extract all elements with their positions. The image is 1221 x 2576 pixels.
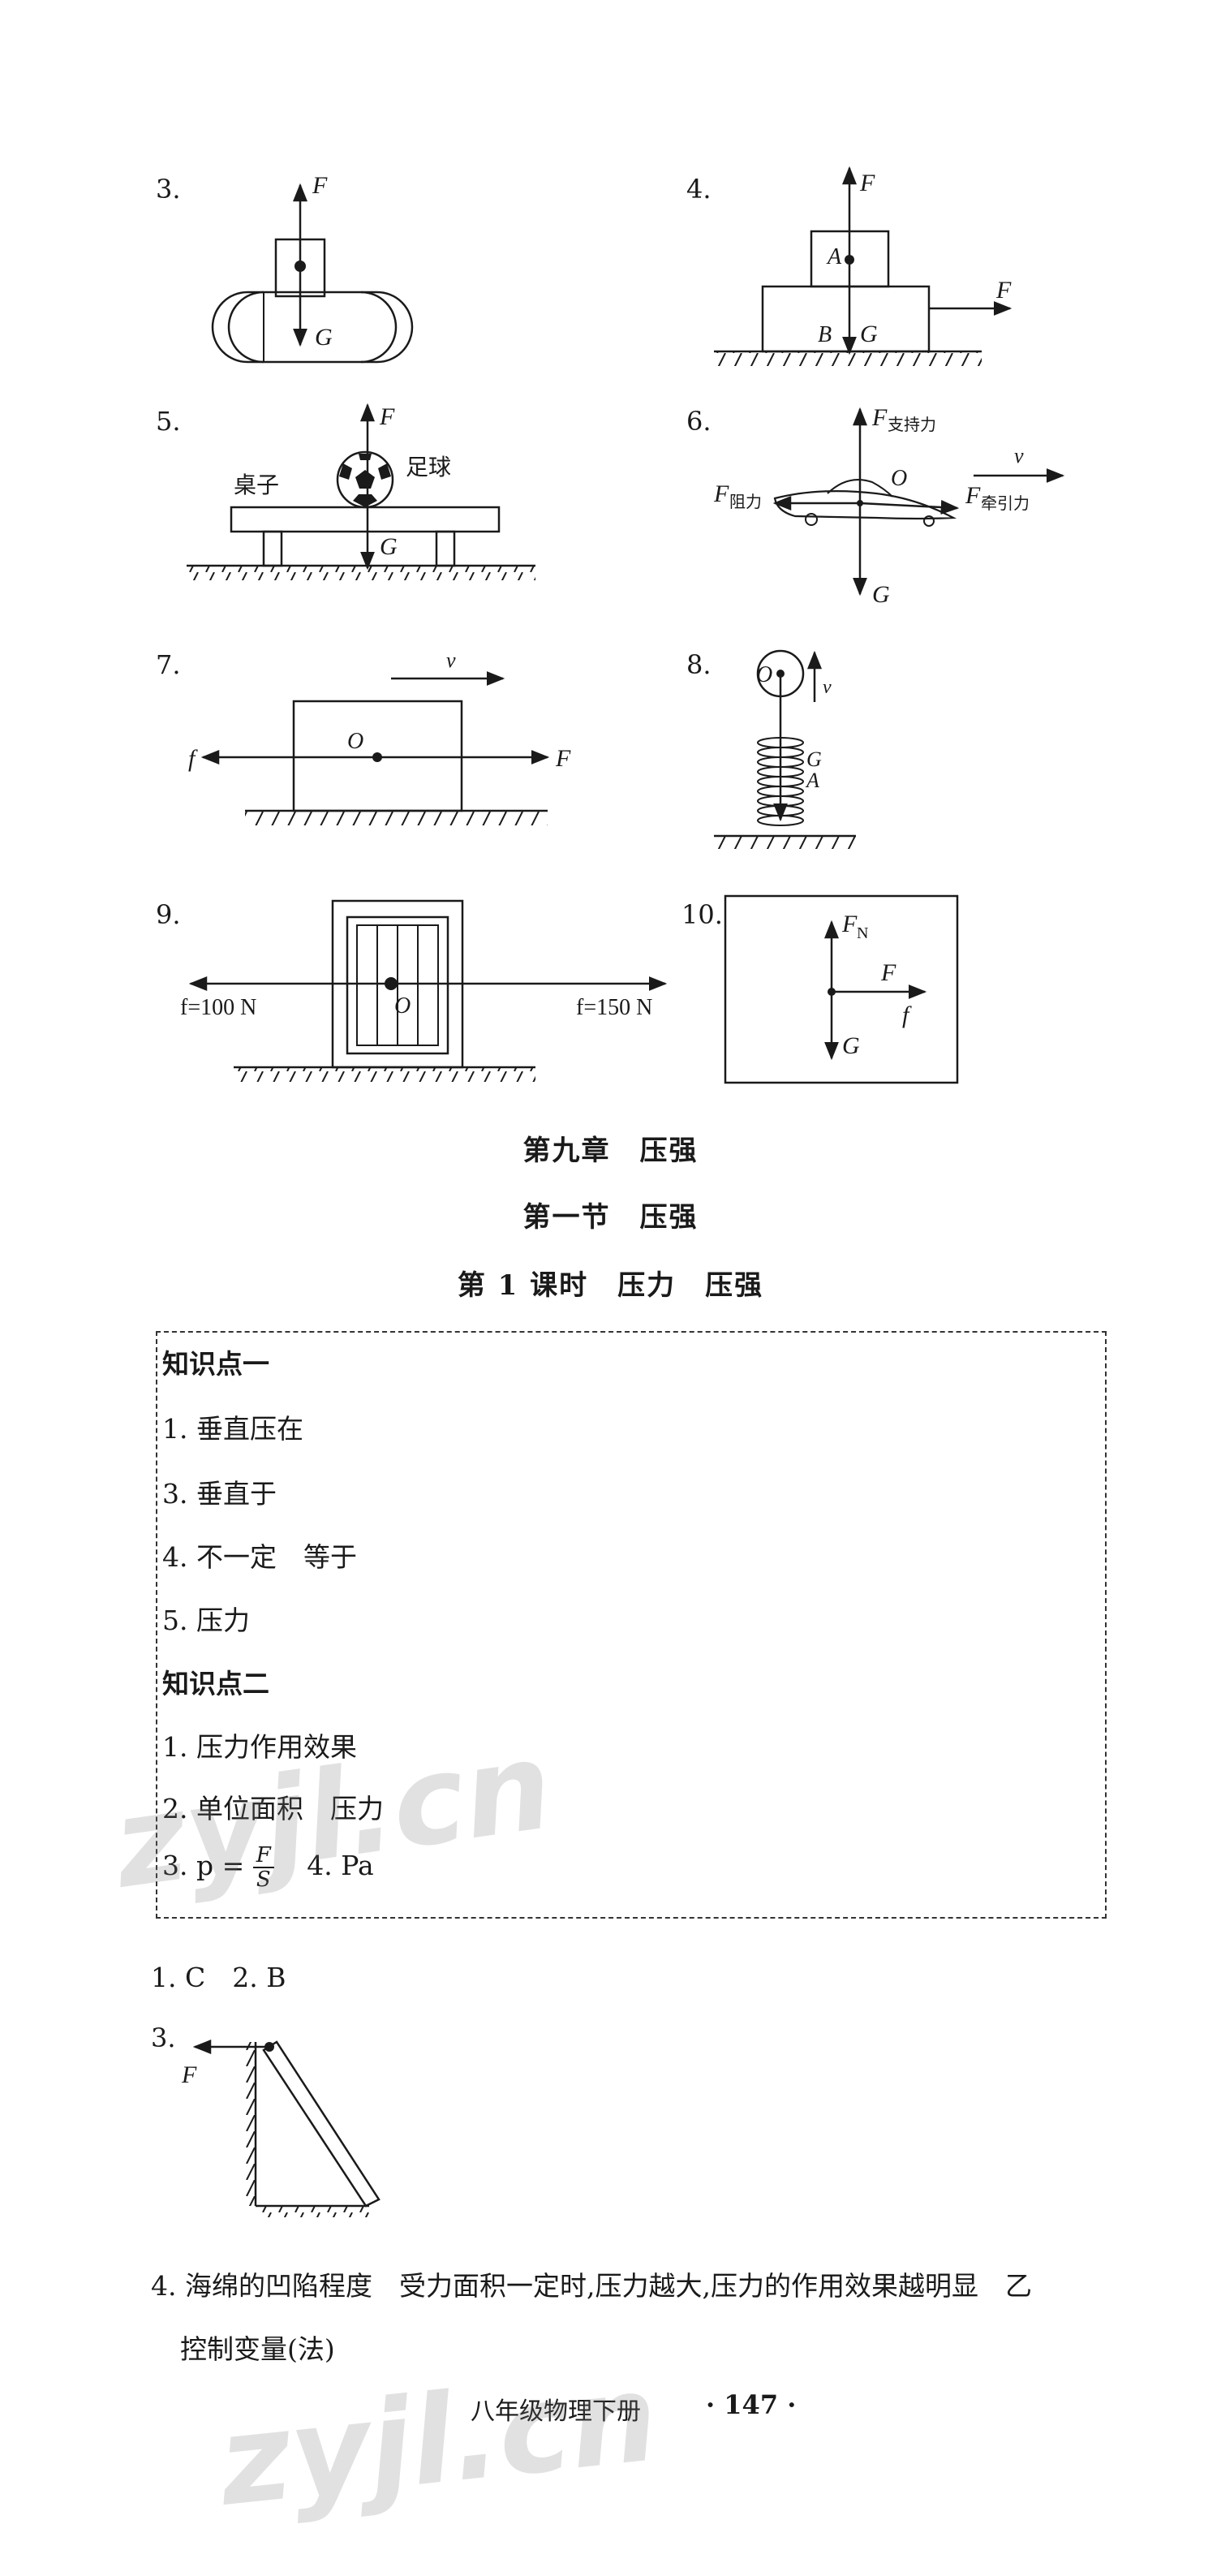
figure-10-number: 10. xyxy=(681,899,723,930)
knowledge-point-2-item: 2. 单位面积 压力 xyxy=(162,1793,384,1824)
figure-9-number: 9. xyxy=(156,899,181,930)
figure-8-diagram: O v G A xyxy=(714,649,856,849)
f5-ball-label: 足球 xyxy=(406,454,451,480)
f6-support-subscript: 支持力 xyxy=(888,416,936,434)
f6-G-label: G xyxy=(872,581,890,608)
f6-O-label: O xyxy=(891,466,907,491)
knowledge-point-1-title: 知识点一 xyxy=(162,1348,269,1380)
figure-3-number: 3. xyxy=(156,174,181,205)
answer-3-diagram: F xyxy=(181,2040,380,2217)
spring-icon xyxy=(757,737,804,826)
figure-4-number: 4. xyxy=(686,174,712,205)
f10-G-label: G xyxy=(842,1032,860,1059)
f4-G-label: G xyxy=(860,321,878,347)
f9-left-force-label: f=100 N xyxy=(180,995,256,1020)
answer-3-number: 3. xyxy=(151,2022,176,2053)
f6-F-support-label: F xyxy=(871,404,888,431)
knowledge-point-2-item: 1. 压力作用效果 xyxy=(162,1731,357,1763)
f7-O-label: O xyxy=(347,729,363,754)
figure-7-diagram: v f O F xyxy=(188,649,571,825)
knowledge-point-1-item: 4. 不一定 等于 xyxy=(162,1541,357,1573)
figure-6-number: 6. xyxy=(686,406,712,437)
figure-3-diagram: F G xyxy=(211,172,414,364)
figure-10-diagram: F N F f G xyxy=(724,894,959,1084)
lesson-title: 第 1 课时 压力 压强 xyxy=(457,1269,764,1302)
f8-O-label: O xyxy=(756,662,772,687)
figure-6-diagram: F 支持力 v O F 阻力 F 牵引力 G xyxy=(713,404,1065,608)
formula-suffix: 4. Pa xyxy=(307,1850,374,1881)
pressure-fraction: F S xyxy=(252,1844,274,1892)
knowledge-box: 知识点一 1. 垂直压在 3. 垂直于 4. 不一定 等于 5. 压力 知识点二… xyxy=(156,1331,1107,1919)
car-icon xyxy=(773,479,957,527)
footer-book-title: 八年级物理下册 xyxy=(471,2397,641,2426)
f10-FN-subscript: N xyxy=(857,924,868,942)
f6-drag-subscript: 阻力 xyxy=(729,493,762,511)
figure-9-diagram: f=100 N O f=150 N xyxy=(180,899,668,1082)
f7-f-label: f xyxy=(188,745,198,772)
f4-F-up-label: F xyxy=(859,170,875,196)
f5-table-label: 桌子 xyxy=(234,472,279,498)
f6-v-label: v xyxy=(1014,444,1024,467)
knowledge-point-1-item: 5. 压力 xyxy=(162,1605,250,1636)
f8-A-label: A xyxy=(805,769,819,792)
answer-3-F-label: F xyxy=(181,2061,197,2088)
f3-F-label: F xyxy=(312,172,328,199)
f6-F-drag-label: F xyxy=(713,480,729,507)
formula-prefix: 3. p = xyxy=(162,1850,245,1881)
f4-F-right-label: F xyxy=(995,277,1012,304)
f6-F-thrust-label: F xyxy=(965,482,981,509)
knowledge-formula-line: 3. p = F S 4. Pa xyxy=(162,1844,374,1891)
answers-line-1: 1. C 2. B xyxy=(151,1962,286,1993)
f7-F-label: F xyxy=(555,745,571,772)
f6-thrust-subscript: 牵引力 xyxy=(981,494,1030,513)
knowledge-point-1-item: 3. 垂直于 xyxy=(162,1478,277,1510)
figure-8-number: 8. xyxy=(686,649,712,680)
f8-G-label: G xyxy=(806,747,822,771)
answer-4-line-1: 4. 海绵的凹陷程度 受力面积一定时,压力越大,压力的作用效果越明显 乙 xyxy=(151,2270,1032,2302)
knowledge-point-2-title: 知识点二 xyxy=(162,1668,269,1699)
f7-v-label: v xyxy=(446,649,456,672)
f9-right-force-label: f=150 N xyxy=(576,995,652,1020)
f5-F-label: F xyxy=(379,403,395,430)
watermark: zyjl.cn xyxy=(213,2347,664,2534)
f5-G-label: G xyxy=(380,533,398,560)
figure-5-diagram: F 足球 桌子 G xyxy=(187,403,535,580)
chapter-title: 第九章 压强 xyxy=(522,1135,699,1167)
page-number: · 147 · xyxy=(706,2389,797,2420)
f10-f-label: f xyxy=(902,1002,912,1028)
fraction-numerator: F xyxy=(252,1844,274,1868)
f4-B-label: B xyxy=(818,322,832,347)
answer-4-line-2: 控制变量(法) xyxy=(180,2333,335,2365)
figure-5-number: 5. xyxy=(156,406,181,437)
f8-v-label: v xyxy=(823,677,832,698)
f10-FN-label: F xyxy=(841,911,858,937)
fraction-denominator: S xyxy=(256,1867,271,1892)
f3-G-label: G xyxy=(315,324,333,351)
section-title: 第一节 压强 xyxy=(522,1201,699,1234)
figure-7-number: 7. xyxy=(156,649,181,680)
f10-F-label: F xyxy=(880,959,896,986)
figure-4-diagram: F A B G F xyxy=(714,166,1012,366)
knowledge-point-1-item: 1. 垂直压在 xyxy=(162,1413,303,1445)
f4-A-label: A xyxy=(826,244,842,269)
soccer-ball-icon xyxy=(336,450,394,509)
f9-O-label: O xyxy=(394,993,411,1019)
